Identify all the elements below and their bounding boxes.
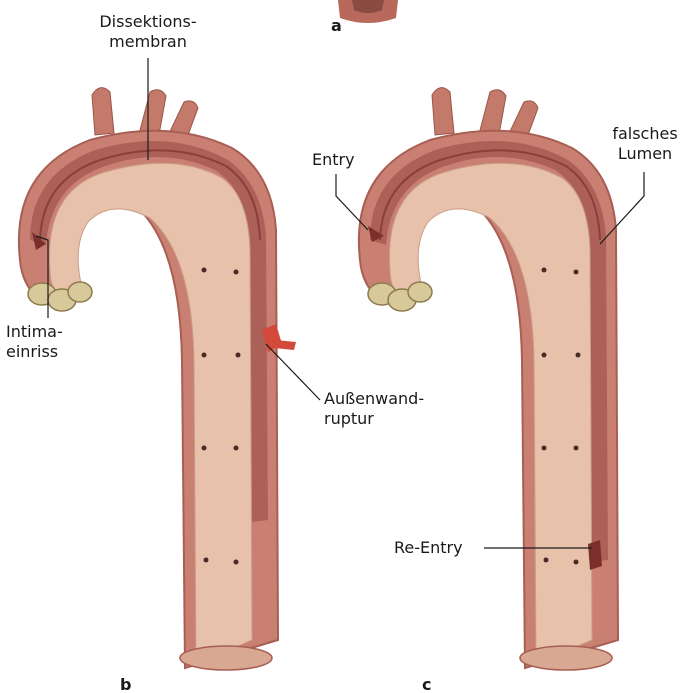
label-outer-wall-rupture-line2: ruptur (324, 409, 424, 429)
label-dissection-membrane-line1: Dissektions- (86, 12, 210, 32)
panel-b-aorta (19, 88, 296, 670)
label-false-lumen-line2: Lumen (606, 144, 684, 164)
label-outer-wall-rupture-line1: Außenwand- (324, 389, 424, 409)
label-false-lumen: falsches Lumen (606, 124, 684, 164)
panel-letter-a: a (331, 17, 342, 35)
label-intimal-tear-line1: Intima- (6, 322, 63, 342)
label-re-entry: Re-Entry (394, 538, 463, 558)
panel-a-vessel-fragment (338, 0, 398, 23)
label-intimal-tear-line2: einriss (6, 342, 63, 362)
label-entry: Entry (312, 150, 355, 170)
label-false-lumen-line1: falsches (606, 124, 684, 144)
panel-letter-b: b (120, 676, 131, 693)
label-outer-wall-rupture: Außenwand- ruptur (324, 389, 424, 429)
label-dissection-membrane-line2: membran (86, 32, 210, 52)
panel-c-aorta (359, 88, 618, 670)
panel-letter-c: c (422, 676, 431, 693)
label-intimal-tear: Intima- einriss (6, 322, 63, 362)
label-dissection-membrane: Dissektions- membran (86, 12, 210, 52)
